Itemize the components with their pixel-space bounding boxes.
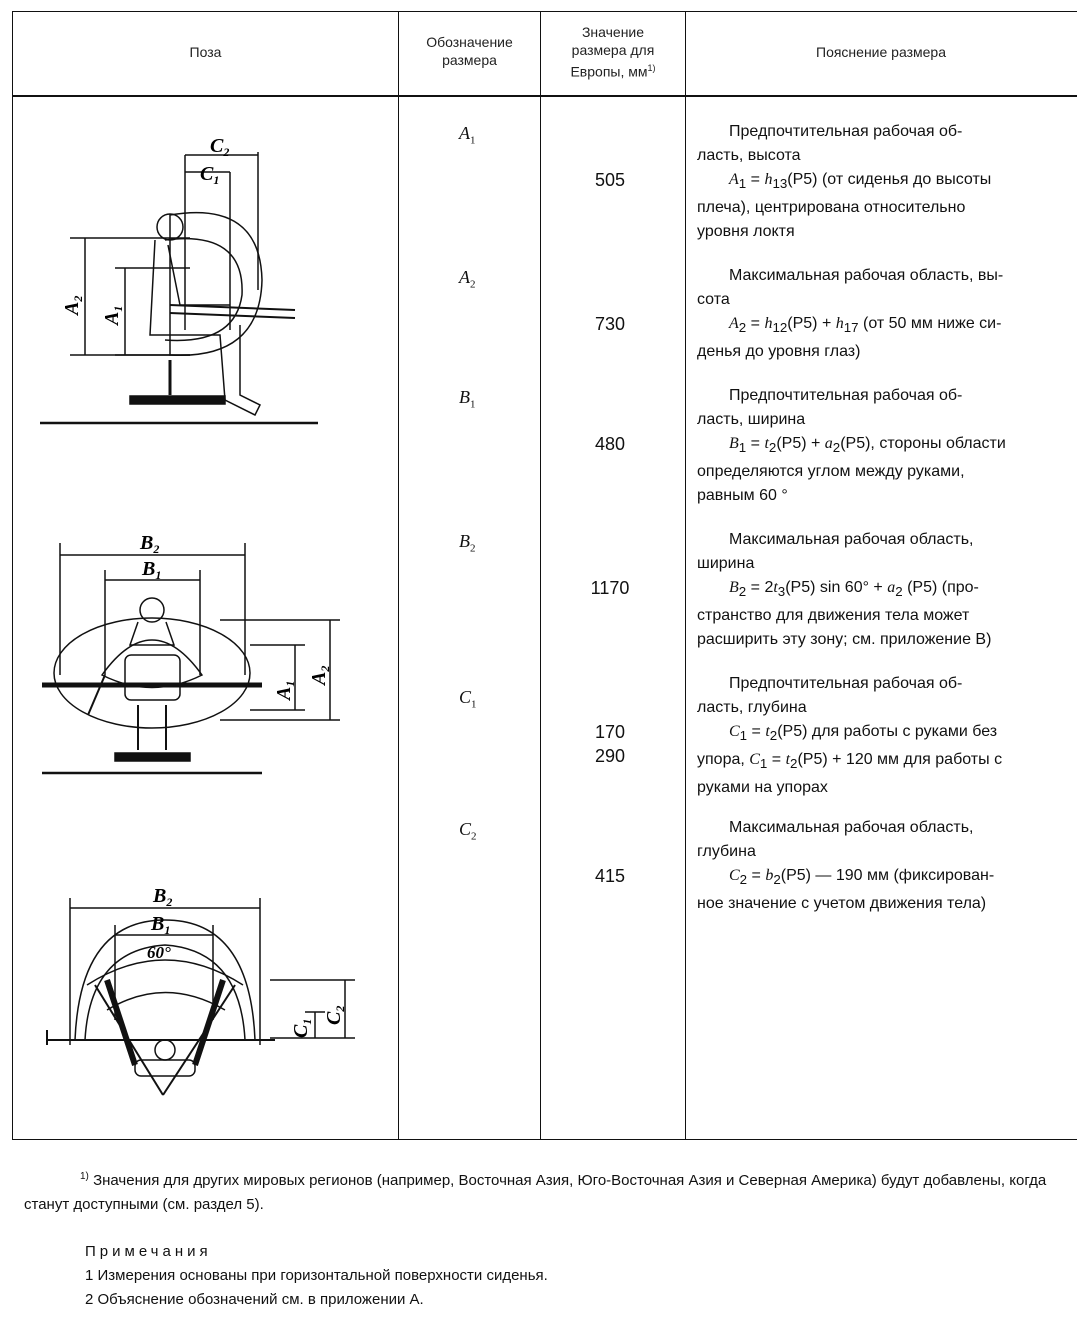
desc-c1-line4: упора, C1 = t2(P5) + 120 мм для работы с: [697, 751, 1003, 772]
fig2-label-b1: B1: [141, 558, 161, 582]
desc-c1-line5: руками на упорах: [697, 779, 828, 797]
desc-c1-line3: C1 = t2(P5) для работы с руками без: [729, 723, 998, 744]
desc-b2-line3: B2 = 2t3(P5) sin 60° + a2 (P5) (про-: [729, 579, 979, 600]
desc-c2-line2: глубина: [697, 843, 756, 860]
value-a1: 505: [594, 170, 626, 190]
desc-a1-line2: ласть, высота: [697, 147, 801, 164]
desc-a1-line4: плеча), центрирована относительно: [697, 199, 966, 217]
notes: Примечания 1 Измерения основаны при гори…: [85, 1240, 548, 1312]
desc-a2-line2: сота: [697, 291, 730, 308]
desc-c2-line1: Максимальная рабочая область,: [729, 819, 974, 836]
header-value: Значение размера для Европы, мм1): [541, 23, 685, 81]
footnote-mark: 1): [80, 1171, 89, 1182]
desc-c1-line2: ласть, глубина: [697, 699, 807, 716]
fig1-label-a1: A1: [101, 306, 125, 327]
body-bottom-rule: [12, 1139, 1077, 1140]
desc-a1-line3: A1 = h13(P5) (от сиденья до высоты: [729, 171, 992, 192]
footnote: 1) Значения для других мировых регионов …: [24, 1165, 1064, 1217]
desc-a1-line1: Предпочтительная рабочая об-: [729, 123, 963, 140]
value-a2: 730: [594, 314, 626, 334]
desc-b1-line5: равным 60 °: [697, 487, 788, 505]
value-c1-alt: 290: [594, 746, 626, 766]
desc-c2: Максимальная рабочая область, глубина C2…: [697, 816, 1069, 916]
desc-a2: Максимальная рабочая область, вы- сота A…: [697, 264, 1069, 364]
fig3-label-b2: B2: [152, 885, 172, 909]
value-c2: 415: [594, 866, 626, 886]
header-value-line2: размера для: [571, 42, 655, 58]
code-a1: A1: [459, 123, 476, 147]
fig2-label-a1: A1: [273, 681, 297, 702]
header-value-line3: Европы, мм1): [570, 63, 656, 80]
header-designation-line1: Обозначение: [426, 34, 513, 50]
fig1-label-a2: A2: [61, 296, 85, 317]
desc-b1-line4: определяются углом между руками,: [697, 463, 965, 481]
desc-b1-line2: ласть, ширина: [697, 411, 806, 428]
code-b2: B2: [459, 531, 476, 555]
desc-c2-line3: C2 = b2(P5) — 190 мм (фиксирован-: [729, 867, 995, 888]
desc-a2-line1: Максимальная рабочая область, вы-: [729, 267, 1004, 284]
fig3-label-b1: B1: [150, 913, 170, 937]
header-designation-line2: размера: [442, 52, 497, 68]
fig2-label-a2: A2: [308, 666, 332, 687]
desc-b2-line1: Максимальная рабочая область,: [729, 531, 974, 548]
value-b1: 480: [594, 434, 626, 454]
desc-b2: Максимальная рабочая область, ширина B2 …: [697, 528, 1069, 652]
desc-b2-line2: ширина: [697, 555, 755, 572]
fig3-label-angle: 60°: [147, 943, 171, 962]
desc-a2-line4: денья до уровня глаз): [697, 343, 861, 361]
fig2-label-b2: B2: [139, 532, 159, 556]
code-b1: B1: [459, 387, 476, 411]
side-view-figure: C2 C1 A2 A1: [40, 135, 318, 425]
header-explanation: Пояснение размера: [816, 44, 946, 60]
note-2: 2 Объяснение обозначений см. в приложени…: [85, 1291, 424, 1308]
front-view-figure: B2 B1 A2 A1: [42, 532, 340, 775]
desc-c2-line4: ное значение с учетом движения тела): [697, 895, 987, 913]
desc-b1-line1: Предпочтительная рабочая об-: [729, 387, 963, 404]
desc-a1-line5: уровня локтя: [697, 223, 795, 241]
value-c1: 170: [594, 722, 626, 742]
note-1: 1 Измерения основаны при горизонтальной …: [85, 1267, 548, 1284]
footnote-text: Значения для других мировых регионов (на…: [24, 1172, 1047, 1213]
table-top-rule: [12, 11, 1077, 12]
desc-b1: Предпочтительная рабочая об- ласть, шири…: [697, 384, 1069, 508]
desc-a2-line3: A2 = h12(P5) + h17 (от 50 мм ниже си-: [729, 315, 1002, 336]
top-view-figure: B2 B1 60° C2 C1: [46, 885, 355, 1096]
fig1-label-c2: C2: [210, 135, 229, 159]
header-designation: Обозначение размера: [399, 33, 540, 69]
desc-b2-line5: расширить эту зону; см. приложение В): [697, 631, 992, 649]
table-left-rule: [12, 11, 13, 1140]
desc-c1-line1: Предпочтительная рабочая об-: [729, 675, 963, 692]
fig1-label-c1: C1: [200, 163, 219, 187]
code-a2: A2: [459, 267, 476, 291]
notes-title: Примечания: [85, 1243, 212, 1260]
col-rule-3: [685, 11, 686, 1140]
header-pose: Поза: [189, 44, 222, 60]
fig3-label-c1: C1: [290, 1019, 314, 1038]
desc-b1-line3: B1 = t2(P5) + a2(P5), стороны области: [729, 435, 1006, 456]
code-c1: C1: [459, 687, 477, 711]
col-rule-1: [398, 11, 399, 1140]
col-rule-2: [540, 11, 541, 1140]
desc-c1: Предпочтительная рабочая об- ласть, глуб…: [697, 672, 1069, 800]
fig3-label-c2: C2: [323, 1006, 347, 1025]
desc-a1: Предпочтительная рабочая об- ласть, высо…: [697, 120, 1069, 244]
desc-b2-line4: странство для движения тела может: [697, 607, 970, 625]
header-bottom-rule: [12, 95, 1077, 97]
code-c2: C2: [459, 819, 477, 843]
header-value-line1: Значение: [581, 24, 645, 40]
value-b2: 1170: [590, 578, 630, 598]
